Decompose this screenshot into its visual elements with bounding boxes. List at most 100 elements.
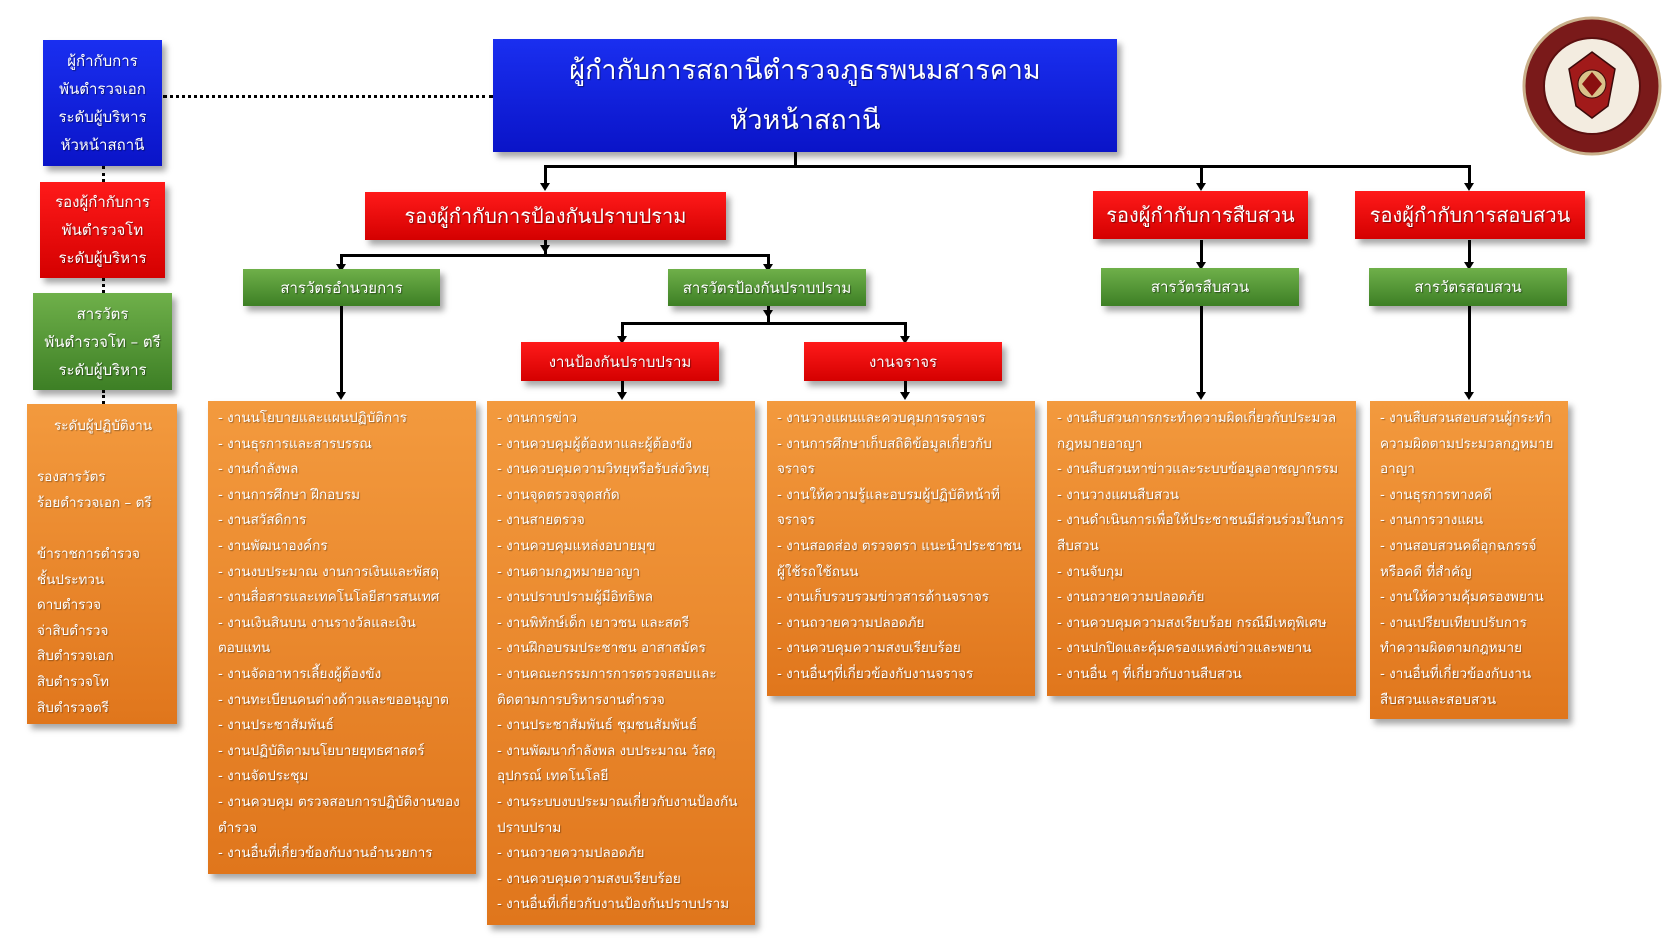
connector-arrow <box>763 264 773 272</box>
operational-line: สิบตำรวจโท <box>37 673 110 690</box>
task-item: - งานพัฒนากำลังพล งบประมาณ วัสดุ อุปกรณ์… <box>497 742 716 785</box>
task-item: - งานให้ความรู้และอบรมผู้ปฏิบัติหน้าที่จ… <box>777 486 1000 529</box>
rank-line: ระดับผู้บริหาร <box>58 360 147 379</box>
head-title: ผู้กำกับการสถานีตำรวจภูธรพนมสารคาม <box>569 54 1041 86</box>
task-item: - งานการศึกษา ฝึกอบรม <box>218 486 360 503</box>
operational-rank-box: ระดับผู้ปฏิบัติงาน รองสารวัตร ร้อยตำรวจเ… <box>27 404 177 724</box>
task-item: - งานงบประมาณ งานการเงินและพัสดุ <box>218 563 440 580</box>
investigation-task-list: - งานสืบสวนการกระทำความผิดเกี่ยวกับประมว… <box>1047 401 1356 696</box>
connector <box>544 165 1471 168</box>
operational-line: ข้าราชการตำรวจ <box>37 545 140 562</box>
inspector-rank-box: สารวัตร พันตำรวจโท – ตรี ระดับผู้บริหาร <box>33 293 172 390</box>
task-item: - งานปกปิดและคุ้มครองแหล่งข่าวและพยาน <box>1057 640 1312 657</box>
rank-line: สารวัตร <box>76 304 129 323</box>
task-item: - งานควบคุมความสงบเรียบร้อย <box>777 640 961 657</box>
connector-arrow <box>617 392 627 400</box>
rank-line: ผู้กำกับการ <box>67 52 138 70</box>
connector <box>904 322 907 339</box>
connector <box>1200 165 1203 185</box>
dotted-connector <box>163 95 493 98</box>
task-item: - งานพิทักษ์เด็ก เยาวชน และสตรี <box>497 614 690 631</box>
task-item: - งานการวางแผน <box>1380 512 1484 529</box>
deputy-investigation-label: รองผู้กำกับการสืบสวน <box>1106 203 1295 227</box>
inquiry-task-list: - งานสืบสวนสอบสวนผู้กระทำความผิดตามประมว… <box>1370 401 1568 719</box>
connector <box>794 152 797 167</box>
task-item: - งานการข่าว <box>497 410 577 426</box>
task-item: - งานฝึกอบรมประชาชน อาสาสมัคร <box>497 640 706 657</box>
operational-line <box>37 440 169 466</box>
task-item: - งานอื่นที่เกี่ยวข้องกับงานสืบสวนและสอบ… <box>1380 665 1532 708</box>
task-item: - งานสวัสดิการ <box>218 512 307 529</box>
task-item: - งานควบคุมแหล่งอบายมุข <box>497 537 656 554</box>
connector-arrow <box>1196 392 1206 400</box>
inspector-inquiry-label: สารวัตรสอบสวน <box>1414 278 1522 296</box>
connector <box>1468 165 1471 185</box>
connector <box>621 381 624 395</box>
task-item: - งานเปรียบเทียบปรับการทำความผิดตามกฎหมา… <box>1380 614 1527 657</box>
task-item: - งานตามกฎหมายอาญา <box>497 563 641 580</box>
inspector-investigation-label: สารวัตรสืบสวน <box>1150 278 1250 296</box>
connector <box>1200 306 1203 394</box>
connector-arrow <box>540 183 550 191</box>
connector <box>904 381 907 395</box>
connector <box>340 254 343 268</box>
inspector-investigation-box: สารวัตรสืบสวน <box>1101 268 1299 306</box>
connector <box>1468 240 1471 264</box>
operational-title: ระดับผู้ปฏิบัติงาน <box>53 418 153 434</box>
inspector-admin-label: สารวัตรอำนวยการ <box>280 278 403 297</box>
task-item: - งานควบคุมความสงเรียบร้อย กรณีมีเหตุพิเ… <box>1057 614 1327 631</box>
rank-line: ระดับผู้บริหาร <box>58 108 147 126</box>
head-subtitle: หัวหน้าสถานี <box>729 104 881 136</box>
task-item: - งานควบคุมความวิทยุหรือรับส่งวิทยุ <box>497 461 710 478</box>
task-item: - งานธุรการทางคดี <box>1380 486 1492 503</box>
task-item: - งานสายตรวจ <box>497 512 585 529</box>
task-item: - งานสอดส่อง ตรวจตรา แนะนำประชาชนผู้ใช้ร… <box>777 537 1022 580</box>
traffic-task-list: - งานวางแผนและควบคุมการจราจร- งานการศึกษ… <box>767 401 1035 696</box>
task-item: - งานเงินสินบน งานรางวัลและเงินตอบแทน <box>218 614 416 657</box>
connector <box>544 165 547 185</box>
operational-line: ชั้นประทวน <box>37 571 105 588</box>
task-item: - งานประชาสัมพันธ์ <box>218 717 334 734</box>
task-item: - งานทะเบียนคนต่างด้าวและขออนุญาต <box>218 691 449 708</box>
rank-line: ระดับผู้บริหาร <box>58 249 147 267</box>
task-item: - งานจับกุม <box>1057 563 1124 580</box>
task-item: - งานให้ความคุ้มครองพยาน <box>1380 589 1544 606</box>
connector-arrow <box>1464 183 1474 191</box>
connector-arrow <box>617 336 627 344</box>
deputy-inquiry-label: รองผู้กำกับการสอบสวน <box>1369 203 1571 227</box>
task-item: - งานจุดตรวจจุดสกัด <box>497 486 620 503</box>
deputy-inquiry-box: รองผู้กำกับการสอบสวน <box>1355 191 1585 239</box>
connector-arrow <box>900 336 910 344</box>
inspector-prevention-box: สารวัตรป้องกันปราบปราม <box>668 269 866 306</box>
crime-prevention-task-list: - งานการข่าว - งานควบคุมผู้ต้องหาและผู้ต้… <box>487 401 755 925</box>
station-chief-box: ผู้กำกับการสถานีตำรวจภูธรพนมสารคาม หัวหน… <box>493 39 1117 152</box>
task-item: - งานถวายความปลอดภัย <box>1057 589 1205 606</box>
task-item: - งานอื่นที่เกี่ยวข้องกับงานอำนวยการ <box>218 845 433 862</box>
deputy-investigation-box: รองผู้กำกับการสืบสวน <box>1093 191 1308 239</box>
connector <box>767 254 770 268</box>
operational-line: รองสารวัตร <box>37 469 106 486</box>
connector-arrow <box>763 310 773 318</box>
task-item: - งานการศึกษาเก็บสถิติข้อมูลเกี่ยวกับจรา… <box>777 435 992 478</box>
task-item: - งานควบคุมผู้ต้องหาและผู้ต้องขัง <box>497 435 692 452</box>
operational-line: สิบตำรวจเอก <box>37 648 114 665</box>
task-item: - งานกำลังพล <box>218 461 299 478</box>
connector <box>1200 240 1203 264</box>
task-item: - งานสื่อสารและเทคโนโลยีสารสนเทศ <box>218 589 440 606</box>
task-item: - งานประชาสัมพันธ์ ชุมชนสัมพันธ์ <box>497 717 698 734</box>
inspector-prevention-label: สารวัตรป้องกันปราบปราม <box>682 278 852 297</box>
operational-line: จ่าสิบตำรวจ <box>37 622 109 639</box>
task-item: - งานสอบสวนคดีอุกฉกรรจ์หรือคดี ที่สำคัญ <box>1380 537 1537 580</box>
rank-line: หัวหน้าสถานี <box>60 136 145 154</box>
task-item: - งานเก็บรวบรวมข่าวสารด้านจราจร <box>777 589 989 606</box>
unit-traffic-label: งานจราจร <box>868 352 938 371</box>
left-dotted-2 <box>102 278 105 293</box>
connector-arrow <box>1464 392 1474 400</box>
operational-line: ดาบตำรวจ <box>37 597 102 614</box>
deputy-prevention-box: รองผู้กำกับการป้องกันปราบปราม <box>365 192 726 240</box>
task-item: - งานจัดอาหารเลี้ยงผู้ต้องขัง <box>218 665 382 682</box>
connector-arrow <box>1196 262 1206 270</box>
connector <box>340 254 770 257</box>
connector-arrow <box>336 392 346 400</box>
emblem-svg <box>1522 16 1662 156</box>
